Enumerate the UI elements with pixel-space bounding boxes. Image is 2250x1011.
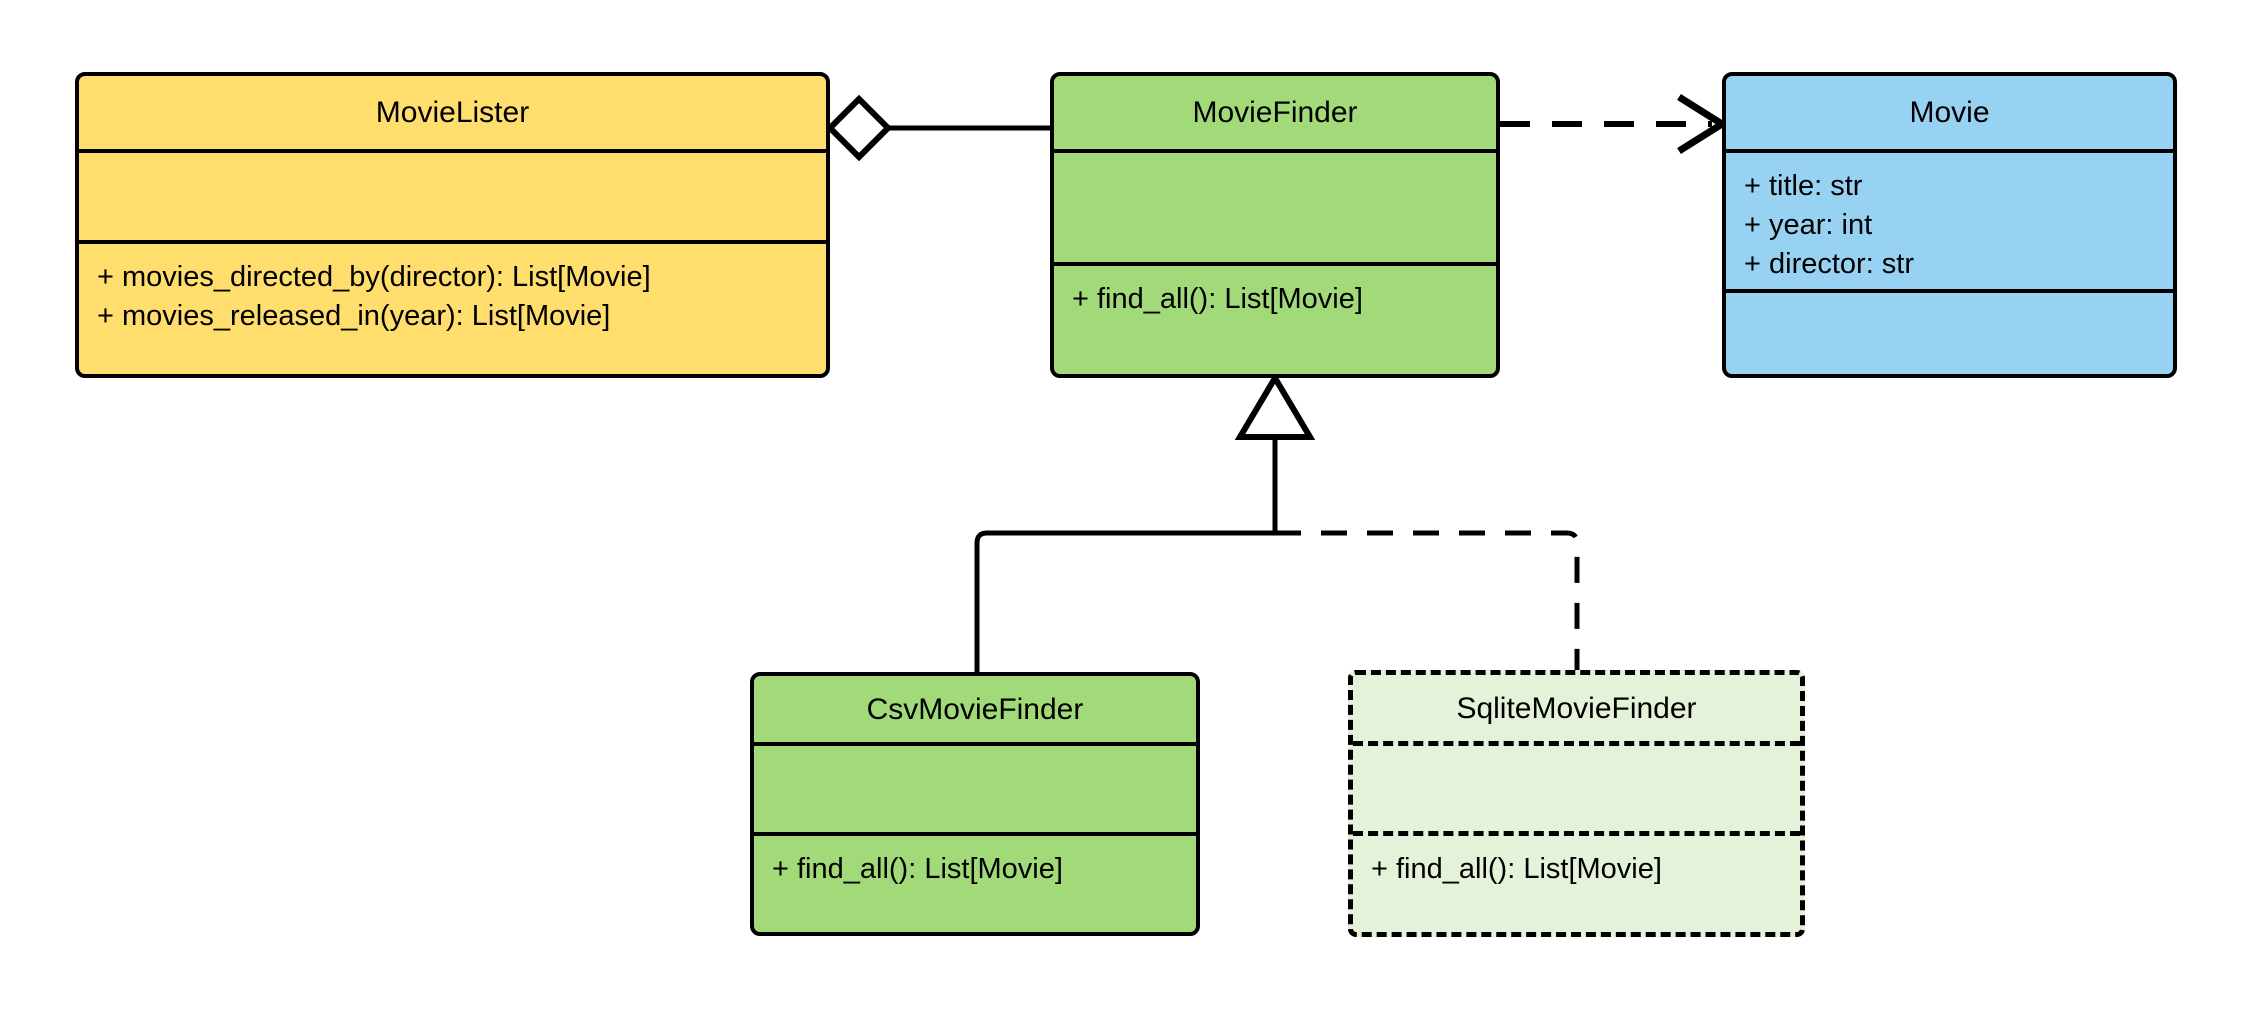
class-attribute-item: + director: str [1744,247,1915,280]
class-name-compartment: SqliteMovieFinder [1353,675,1800,741]
class-attributes-compartment [1353,741,1800,831]
class-methods-compartment: + find_all(): List[Movie] [1054,262,1496,374]
class-method-item: + movies_directed_by(director): List[Mov… [97,261,651,293]
class-methods-compartment [1726,289,2173,374]
class-box-sqlite-movie-finder[interactable]: SqliteMovieFinder + find_all(): List[Mov… [1348,670,1805,937]
class-box-csv-movie-finder[interactable]: CsvMovieFinder + find_all(): List[Movie] [750,672,1200,936]
class-method-item: + movies_released_in(year): List[Movie] [97,299,611,332]
hollow-triangle-marker [1234,372,1316,440]
dependency-finder-movie [1500,94,1729,154]
generalization-bundle [974,372,1580,672]
class-name-compartment: CsvMovieFinder [754,676,1196,742]
class-box-movie[interactable]: Movie + title: str + year: int + directo… [1722,72,2177,378]
class-title: SqliteMovieFinder [1456,691,1697,725]
class-methods-compartment: + movies_directed_by(director): List[Mov… [79,240,826,374]
class-method-item: + find_all(): List[Movie] [1072,283,1363,315]
hollow-diamond-marker [825,94,893,162]
class-box-movie-finder[interactable]: MovieFinder + find_all(): List[Movie] [1050,72,1500,378]
class-attribute-item: + title: str [1744,170,1863,202]
class-attributes-compartment: + title: str + year: int + director: str [1726,149,2173,289]
class-title: CsvMovieFinder [866,692,1084,726]
class-box-movie-lister[interactable]: MovieLister + movies_directed_by(directo… [75,72,830,378]
class-name-compartment: Movie [1726,76,2173,149]
class-attribute-item: + year: int [1744,208,1873,241]
aggregation-lister-finder [825,94,1050,162]
class-methods-compartment: + find_all(): List[Movie] [1353,831,1800,932]
class-title: Movie [1909,96,1990,129]
class-attributes-compartment [754,742,1196,832]
class-method-item: + find_all(): List[Movie] [772,853,1063,885]
class-attributes-compartment [79,149,826,240]
class-title: MovieFinder [1192,96,1358,129]
class-attributes-compartment [1054,149,1496,262]
class-method-item: + find_all(): List[Movie] [1371,853,1662,885]
inheritance-csv-finder-line [974,530,1275,672]
class-title: MovieLister [375,96,530,129]
class-name-compartment: MovieFinder [1054,76,1496,149]
class-methods-compartment: + find_all(): List[Movie] [754,832,1196,932]
inheritance-sqlite-finder-line [1275,530,1580,670]
class-name-compartment: MovieLister [79,76,826,149]
